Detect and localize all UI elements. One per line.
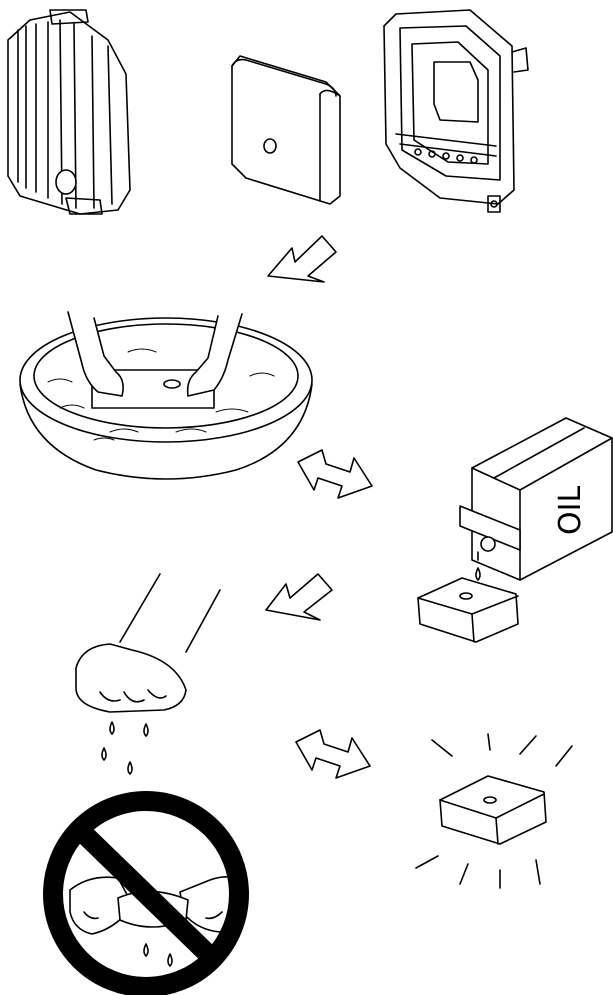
arrow-4-icon [296,730,370,778]
arrow-2-icon [298,450,372,498]
washing-basin-icon [20,312,312,479]
squeeze-hand-icon [76,574,220,774]
arrow-1-icon [268,236,336,282]
prohibited-twist-icon [53,801,246,987]
arrow-3-icon [266,574,332,620]
foam-element-icon [232,56,340,204]
oil-can-icon: OIL [460,418,612,596]
oil-label: OIL [553,486,588,535]
clean-foam-icon [416,734,572,888]
filter-housing-icon [384,10,528,212]
oiled-foam-icon [418,578,518,642]
air-filter-cover-icon [8,10,130,214]
